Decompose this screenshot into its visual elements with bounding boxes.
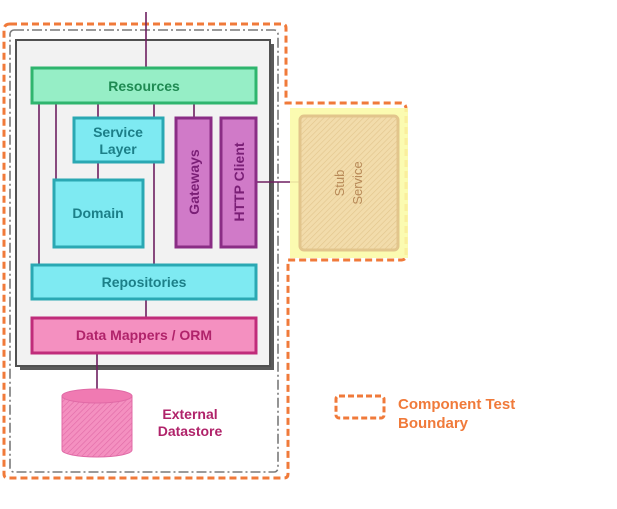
gateways-label: Gateways — [186, 149, 202, 215]
http-client-label: HTTP Client — [231, 142, 247, 221]
external-datastore-cylinder — [61, 388, 133, 458]
service-layer-label-line2: Layer — [99, 141, 137, 157]
component-test-boundary — [2, 22, 408, 480]
legend-label-line2: Boundary — [398, 415, 469, 432]
resources-label: Resources — [108, 78, 180, 94]
domain-label: Domain — [72, 205, 123, 221]
legend-swatch — [334, 394, 386, 420]
domain-box — [52, 178, 145, 249]
stub-service-box — [298, 114, 400, 252]
legend-label-line1: Component Test — [398, 396, 515, 413]
gateways-box — [174, 116, 213, 249]
data-mappers-box — [30, 316, 258, 355]
external-datastore-label-line2: Datastore — [158, 423, 223, 439]
repositories-label: Repositories — [102, 274, 187, 290]
resources-box — [30, 66, 258, 105]
service-layer-box — [72, 116, 165, 164]
stub-service-label-line2: Service — [350, 161, 365, 204]
repositories-box — [30, 263, 258, 301]
service-layer-label-line1: Service — [93, 124, 143, 140]
stub-service-label-line1: Stub — [332, 170, 347, 197]
external-datastore-label-line1: External — [162, 406, 217, 422]
data-mappers-label: Data Mappers / ORM — [76, 327, 212, 343]
http-client-box — [219, 116, 258, 249]
